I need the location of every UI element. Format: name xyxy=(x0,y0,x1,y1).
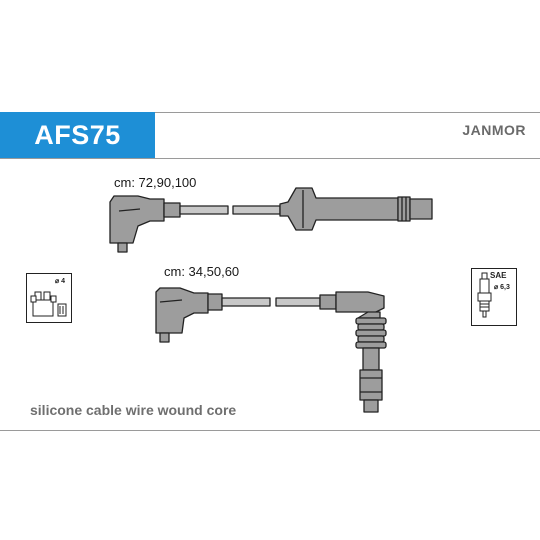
product-code: AFS75 xyxy=(34,119,121,150)
spark-plug-size: ⌀ 6,3 xyxy=(494,284,510,291)
cable-1-connector-right xyxy=(279,187,433,231)
distributor-cap-icon xyxy=(30,291,67,317)
distributor-size: ⌀ 4 xyxy=(55,278,66,285)
spark-plug-icon xyxy=(477,272,492,318)
distributor-cap-badge: ⌀ 4 xyxy=(26,273,72,323)
cable-2-wire-b xyxy=(275,297,321,307)
cable-set-1-lengths: cm: 72,90,100 xyxy=(114,175,197,190)
cable-1-wire-a xyxy=(179,205,229,215)
header-bottom-rule xyxy=(0,158,540,160)
spark-plug-badge: SAE ⌀ 6,3 xyxy=(471,268,517,326)
cable-2-wire-a xyxy=(221,297,271,307)
spark-plug-standard: SAE xyxy=(490,271,507,280)
cable-1-wire-b xyxy=(232,205,281,215)
cable-2-collar xyxy=(207,293,223,311)
brand-name: JANMOR xyxy=(462,122,526,138)
cable-2-boot-left xyxy=(155,287,209,343)
cable-1-boot-left xyxy=(109,195,165,253)
cable-set-2-lengths: cm: 34,50,60 xyxy=(164,264,240,279)
product-code-badge: AFS75 xyxy=(0,112,155,158)
cable-2-plug-boot-right xyxy=(319,291,387,413)
cable-1-collar xyxy=(163,202,181,218)
footer-rule xyxy=(0,430,540,432)
header-top-rule xyxy=(155,112,540,114)
cable-description: silicone cable wire wound core xyxy=(30,402,237,418)
